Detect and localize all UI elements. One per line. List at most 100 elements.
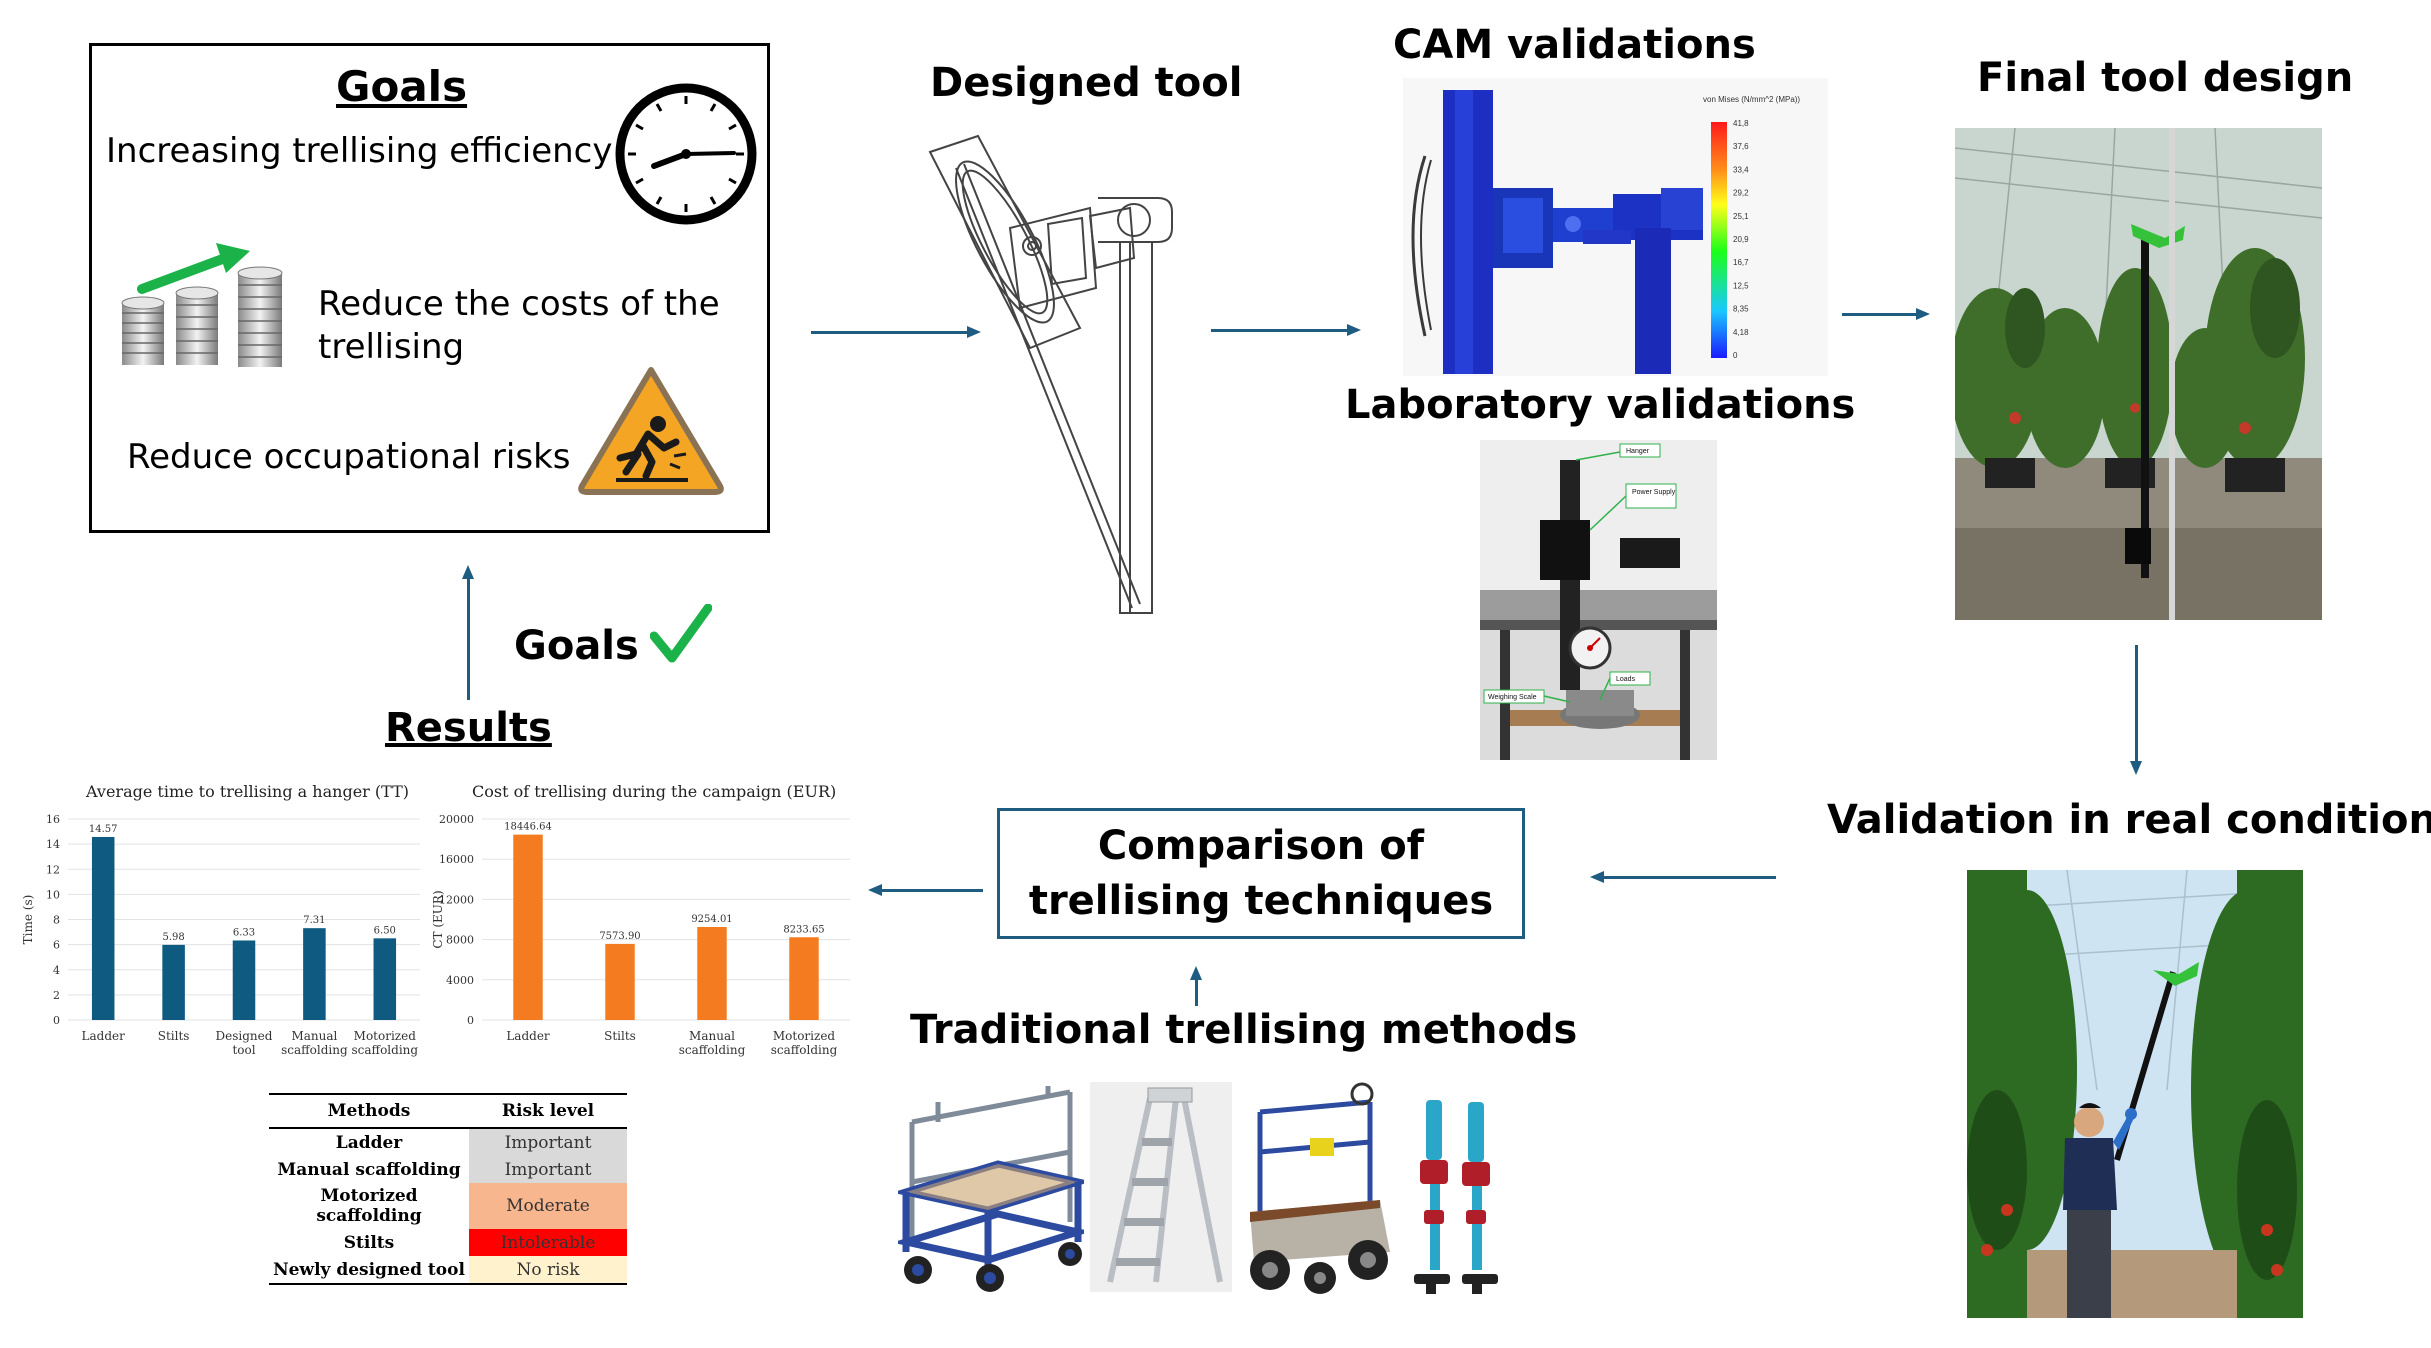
risk-table-row: Ladder Important bbox=[269, 1128, 627, 1156]
risk-method-cell: Stilts bbox=[343, 1232, 395, 1253]
goal-costs-line2: trellising bbox=[318, 327, 465, 367]
category-label: scaffolding bbox=[679, 1043, 746, 1057]
cam-legend-tick: 8,35 bbox=[1733, 305, 1749, 314]
slip-hazard-warning-icon bbox=[578, 367, 724, 495]
y-tick-label: 12000 bbox=[439, 893, 474, 906]
cam-legend-tick: 37,6 bbox=[1733, 142, 1749, 151]
cam-legend-tick: 41,8 bbox=[1733, 119, 1749, 128]
cam-legend-title: von Mises (N/mm^2 (MPa)) bbox=[1703, 95, 1800, 104]
data-label: 18446.64 bbox=[504, 822, 552, 833]
category-label: Motorized bbox=[773, 1029, 836, 1043]
scaffolding-cart-icon bbox=[898, 1086, 1084, 1292]
bar bbox=[697, 926, 727, 1020]
category-label: Stilts bbox=[604, 1029, 636, 1043]
y-tick-label: 16000 bbox=[439, 853, 474, 866]
cam-stress-simulation: von Mises (N/mm^2 (MPa)) 41,837,633,429,… bbox=[1403, 78, 1828, 376]
bar bbox=[91, 836, 115, 1020]
risk-method-cell: Newly designed tool bbox=[269, 1256, 469, 1285]
arrow-real-to-comparison bbox=[1590, 871, 1776, 883]
data-label: 14.57 bbox=[89, 824, 118, 835]
goal-costs: Reduce the costs of the trellising bbox=[318, 283, 720, 369]
category-label: Manual bbox=[291, 1029, 337, 1043]
y-tick-label: 8 bbox=[53, 914, 60, 927]
checkmark-icon bbox=[650, 604, 712, 663]
arrow-traditional-to-comparison bbox=[1190, 966, 1202, 1006]
y-axis-label: Time (s) bbox=[21, 895, 35, 945]
arrow-comparison-to-results bbox=[868, 884, 983, 896]
chart-time-title: Average time to trellising a hanger (TT) bbox=[86, 782, 410, 801]
bar bbox=[513, 834, 543, 1020]
category-label: Motorized bbox=[354, 1029, 417, 1043]
risk-method-cell: Motorized scaffolding bbox=[316, 1186, 422, 1226]
arrow-tool-to-validation bbox=[1211, 324, 1361, 336]
designed-tool-drawing bbox=[928, 134, 1173, 614]
bar bbox=[303, 928, 326, 1020]
coins-trend-icon bbox=[121, 243, 283, 367]
risk-method-cell: Manual scaffolding bbox=[277, 1159, 461, 1180]
risk-table-header: Methods Risk level bbox=[269, 1093, 627, 1129]
goals-title: Goals bbox=[336, 62, 468, 111]
cam-legend-tick: 16,7 bbox=[1733, 258, 1749, 267]
comparison-line1: Comparison of bbox=[1097, 822, 1425, 869]
risk-header-methods: Methods bbox=[269, 1093, 469, 1129]
risk-method-cell: Ladder bbox=[335, 1132, 403, 1153]
bar bbox=[373, 938, 397, 1020]
final-tool-photo bbox=[1955, 128, 2322, 620]
y-tick-label: 10 bbox=[46, 888, 60, 901]
final-tool-heading: Final tool design bbox=[1977, 55, 2354, 101]
data-label: 9254.01 bbox=[691, 914, 732, 925]
arrow-final-to-real bbox=[2130, 645, 2142, 775]
goal-costs-line1: Reduce the costs of the bbox=[318, 284, 720, 324]
comparison-line2: trellising techniques bbox=[1028, 877, 1494, 924]
category-label: Ladder bbox=[82, 1029, 126, 1043]
real-conditions-heading: Validation in real conditions bbox=[1827, 797, 2431, 843]
arrow-validation-to-final bbox=[1842, 308, 1930, 320]
category-label: scaffolding bbox=[771, 1043, 838, 1057]
lab-heading: Laboratory validations bbox=[1345, 382, 1856, 428]
category-label: scaffolding bbox=[352, 1043, 419, 1057]
y-tick-label: 14 bbox=[46, 838, 60, 851]
y-tick-label: 12 bbox=[46, 863, 60, 876]
category-label: Designed bbox=[216, 1029, 273, 1043]
cam-legend-tick: 25,1 bbox=[1733, 212, 1749, 221]
feedback-goals-label: Goals bbox=[514, 623, 639, 669]
y-tick-label: 0 bbox=[467, 1014, 474, 1027]
risk-level-cell: Moderate bbox=[469, 1183, 627, 1229]
traditional-heading: Traditional trellising methods bbox=[910, 1007, 1578, 1053]
cam-heading: CAM validations bbox=[1393, 22, 1756, 68]
data-label: 8233.65 bbox=[783, 924, 824, 935]
data-label: 6.33 bbox=[233, 927, 255, 938]
lab-label-loads: Loads bbox=[1616, 676, 1636, 683]
data-label: 7573.90 bbox=[599, 931, 640, 942]
cam-legend-tick: 29,2 bbox=[1733, 189, 1749, 198]
data-label: 6.50 bbox=[374, 925, 396, 936]
risk-header-level: Risk level bbox=[469, 1093, 627, 1129]
cam-legend-tick: 12,5 bbox=[1733, 281, 1749, 290]
risk-level-cell: Important bbox=[469, 1128, 627, 1156]
data-label: 7.31 bbox=[303, 915, 325, 926]
risk-level-cell: No risk bbox=[469, 1256, 627, 1285]
category-label: Manual bbox=[689, 1029, 735, 1043]
chart-cost-title: Cost of trellising during the campaign (… bbox=[472, 782, 837, 801]
real-conditions-photo bbox=[1967, 870, 2303, 1318]
goal-efficiency: Increasing trellising efficiency bbox=[106, 131, 613, 171]
bar bbox=[232, 940, 256, 1020]
lab-label-power: Power Supply bbox=[1632, 489, 1676, 496]
stepladder-icon bbox=[1090, 1082, 1232, 1292]
risk-table-row: Motorized scaffolding Moderate bbox=[269, 1183, 627, 1229]
bar bbox=[162, 944, 185, 1020]
arrow-results-to-goals bbox=[462, 565, 474, 700]
results-heading: Results bbox=[385, 705, 552, 751]
risk-level-cell: Intolerable bbox=[469, 1229, 627, 1256]
arrow-goals-to-tool bbox=[811, 326, 981, 338]
lab-label-hanger: Hanger bbox=[1626, 448, 1650, 455]
category-label: tool bbox=[232, 1043, 255, 1057]
bar bbox=[605, 943, 635, 1020]
motorized-scaffolding-icon bbox=[1250, 1082, 1390, 1294]
y-tick-label: 2 bbox=[53, 989, 60, 1002]
category-label: Stilts bbox=[158, 1029, 190, 1043]
